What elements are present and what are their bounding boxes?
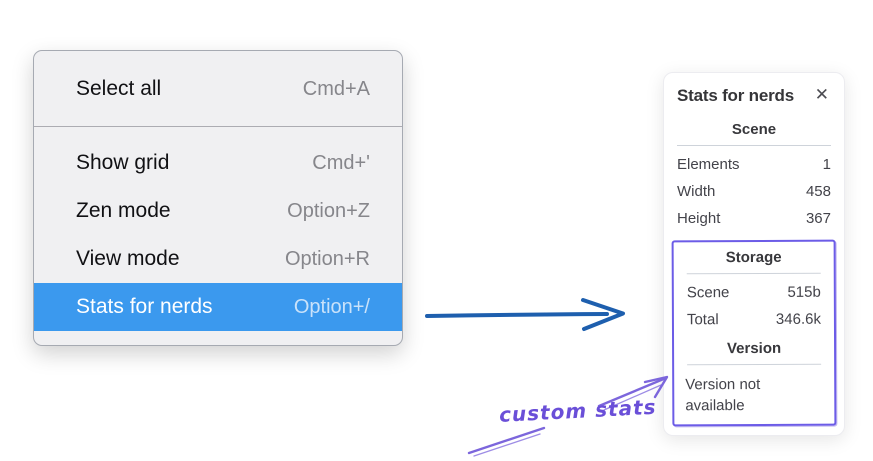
menu-item-zen-mode[interactable]: Zen mode Option+Z	[34, 187, 402, 235]
section-heading: Version	[726, 339, 782, 358]
section-divider	[687, 363, 822, 366]
menu-item-view-mode[interactable]: View mode Option+R	[34, 235, 402, 283]
context-menu: Select all Cmd+A Show grid Cmd+' Zen mod…	[33, 50, 403, 346]
stat-label: Scene	[686, 284, 730, 302]
stat-value: 367	[805, 210, 831, 227]
section-divider	[677, 145, 831, 146]
stat-row-width: Width 458	[664, 178, 844, 205]
menu-item-label: Select all	[76, 77, 162, 100]
menu-item-stats-for-nerds[interactable]: Stats for nerds Option+/	[34, 283, 402, 331]
close-icon: ✕	[814, 85, 829, 105]
menu-item-label: Show grid	[76, 151, 170, 174]
version-note: Version not available	[685, 375, 761, 415]
stat-label: Elements	[677, 156, 740, 173]
menu-item-shortcut: Option+Z	[287, 199, 370, 222]
section-scene: Scene Elements 1 Width 458 Height 367	[664, 121, 844, 232]
menu-item-label: Stats for nerds	[76, 295, 213, 318]
stats-panel-header: Stats for nerds ✕	[664, 85, 844, 106]
stat-row-height: Height 367	[664, 205, 844, 232]
annotation-box: Storage Scene 515b Total 346.6k Version …	[671, 239, 837, 427]
menu-item-shortcut: Cmd+'	[312, 151, 370, 174]
annotation-label: custom stats	[498, 394, 658, 427]
menu-item-label: View mode	[76, 247, 180, 270]
stat-value: 1	[822, 156, 831, 173]
section-divider	[686, 272, 821, 275]
menu-item-show-grid[interactable]: Show grid Cmd+'	[34, 139, 402, 187]
menu-item-shortcut: Cmd+A	[302, 77, 370, 100]
menu-item-shortcut: Option+/	[293, 295, 370, 318]
menu-item-select-all[interactable]: Select all Cmd+A	[34, 65, 402, 113]
stat-label: Width	[677, 183, 716, 200]
menu-item-shortcut: Option+R	[284, 247, 370, 270]
stat-row-scene-size: Scene 515b	[674, 279, 834, 307]
stat-label: Height	[677, 210, 721, 227]
stat-row-elements: Elements 1	[664, 151, 844, 178]
section-version: Version Version not available	[674, 340, 834, 419]
stat-value: 515b	[787, 283, 821, 301]
stats-panel: Stats for nerds ✕ Scene Elements 1 Width…	[663, 72, 845, 436]
stat-row-total-size: Total 346.6k	[674, 306, 834, 334]
menu-separator	[34, 126, 402, 127]
close-button[interactable]: ✕	[813, 85, 831, 106]
pointer-arrow	[425, 298, 625, 331]
stats-panel-title: Stats for nerds	[677, 85, 794, 105]
section-heading: Scene	[731, 121, 777, 138]
stat-value: 458	[805, 183, 831, 200]
section-storage: Storage Scene 515b Total 346.6k	[674, 249, 834, 334]
section-heading: Storage	[725, 248, 782, 267]
menu-item-label: Zen mode	[76, 199, 171, 222]
stat-label: Total	[686, 311, 719, 329]
stat-value: 346.6k	[775, 310, 821, 328]
